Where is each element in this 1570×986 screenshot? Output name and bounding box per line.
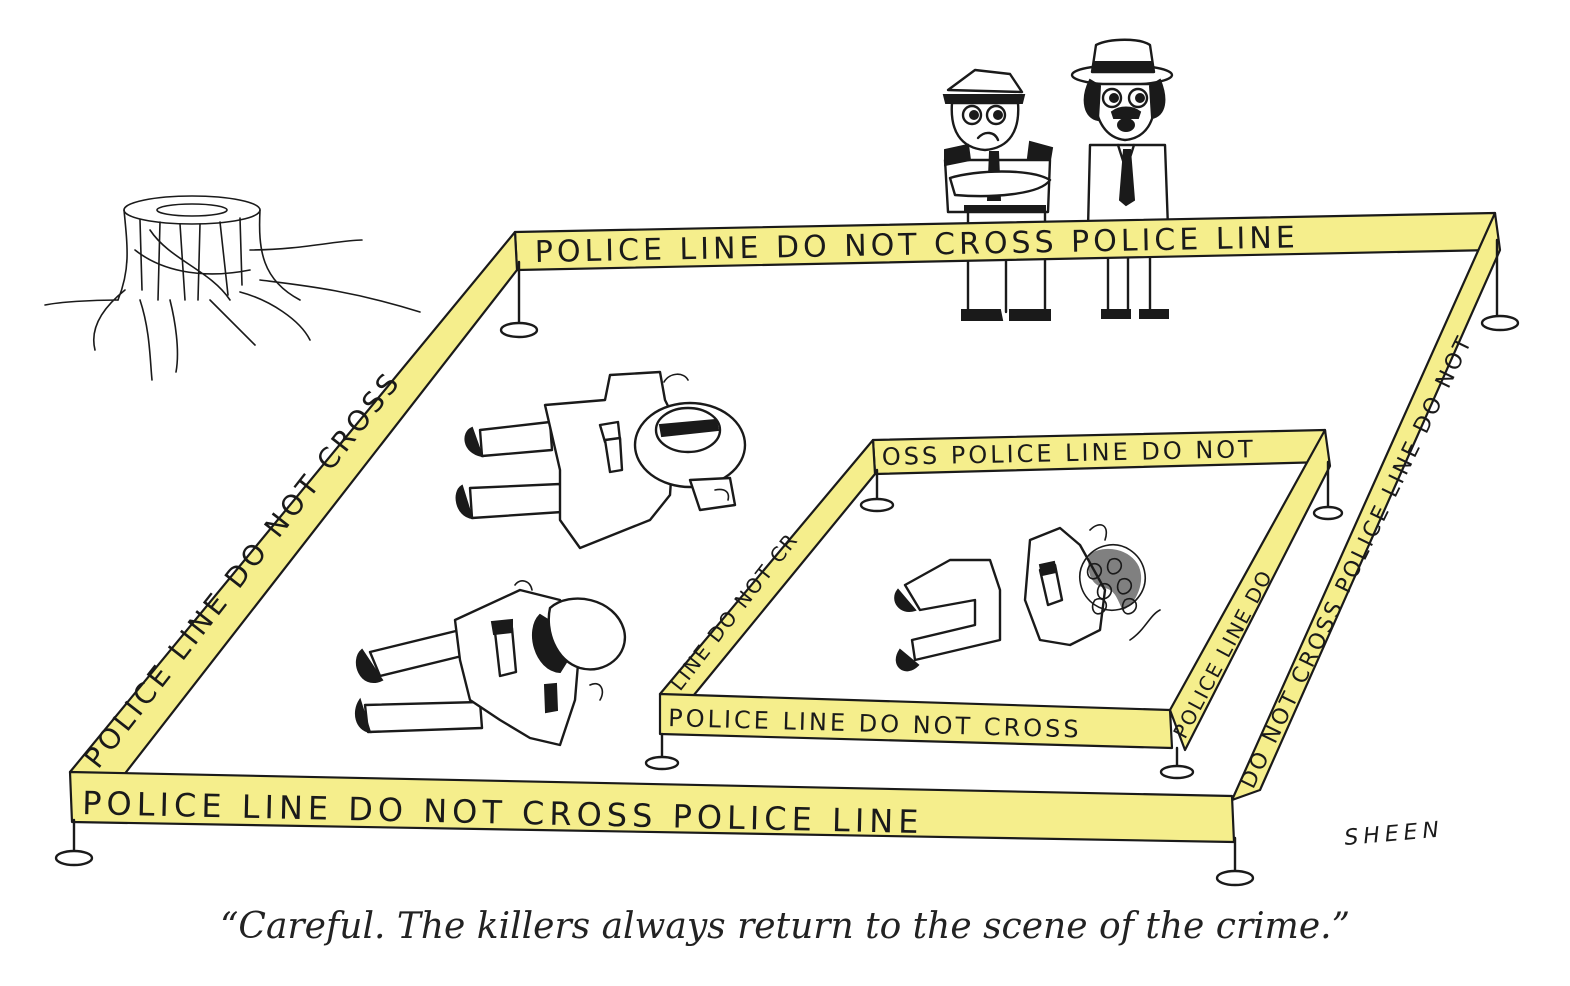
tape-text-inner-left: LINE DO NOT CR <box>665 528 803 695</box>
cartoon-illustration: POLICE LINE DO NOT CROSS POLICE LINE DO … <box>44 38 1520 887</box>
tape-inner-right <box>1168 428 1332 752</box>
tape-text-inner-right: POLICE LINE DO <box>1168 565 1277 742</box>
body-with-hat <box>455 370 747 550</box>
curly-hair-scribble <box>1079 544 1146 615</box>
inner-tape-posts <box>644 460 1344 780</box>
body-with-cap <box>354 580 627 747</box>
tape-inner-bottom <box>658 692 1174 750</box>
tape-outer-right <box>1230 211 1502 802</box>
tree-stump <box>44 195 421 381</box>
detective <box>1070 38 1174 319</box>
police-officer <box>942 68 1054 321</box>
cartoon-caption: “Careful. The killers always return to t… <box>220 906 1350 947</box>
tape-text-outer-top: POLICE LINE DO NOT CROSS POLICE LINE <box>534 220 1299 270</box>
artist-signature: SHEEN <box>1343 817 1445 851</box>
body-with-curly-hair <box>894 524 1161 672</box>
outer-tape-posts <box>54 238 1520 887</box>
